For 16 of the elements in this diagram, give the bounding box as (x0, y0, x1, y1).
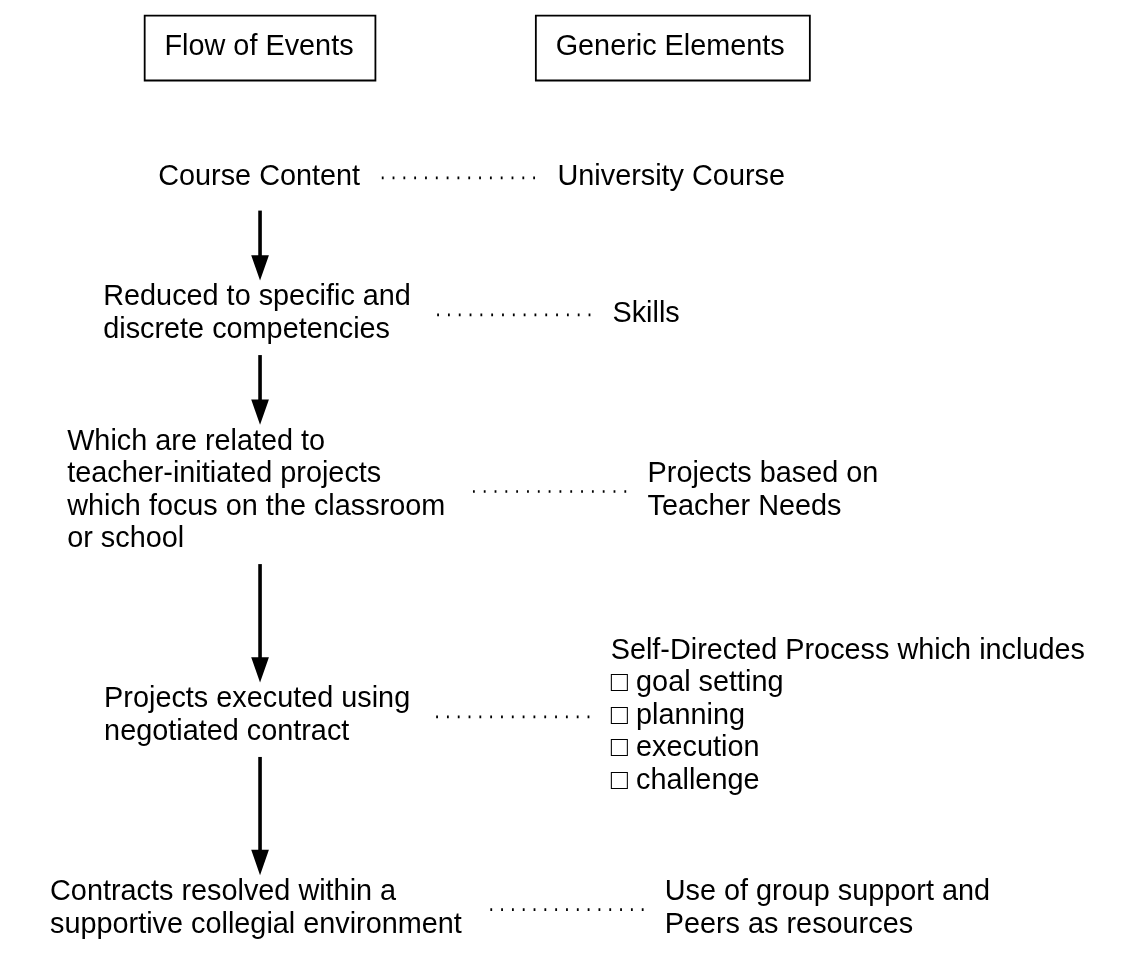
arrow (251, 210, 269, 281)
node-text: Course Content (158, 158, 361, 191)
node-text: Skills (612, 295, 680, 328)
node-text: Projects executed using negotiated contract (104, 681, 411, 746)
node-box: Flow of Events (143, 14, 377, 82)
arrow (251, 564, 269, 683)
node-text: Projects based on Teacher Needs (647, 456, 879, 521)
node-text: Which are related to teacher-initiated projects which focus on the classroom or school (67, 423, 446, 554)
node-box: Generic Elements (534, 14, 811, 82)
arrow (251, 355, 269, 425)
arrow (251, 756, 269, 876)
node-text: Use of group support and Peers as resources (664, 874, 991, 939)
node-text: Reduced to specific and discrete competencies (103, 279, 411, 344)
node-text: Contracts resolved within a supportive collegial environment (50, 874, 462, 939)
node-text: University Course (557, 158, 785, 191)
node-text: Self-Directed Process which includes □ goal setting □ planning □ execution □ challenge (610, 632, 1085, 795)
